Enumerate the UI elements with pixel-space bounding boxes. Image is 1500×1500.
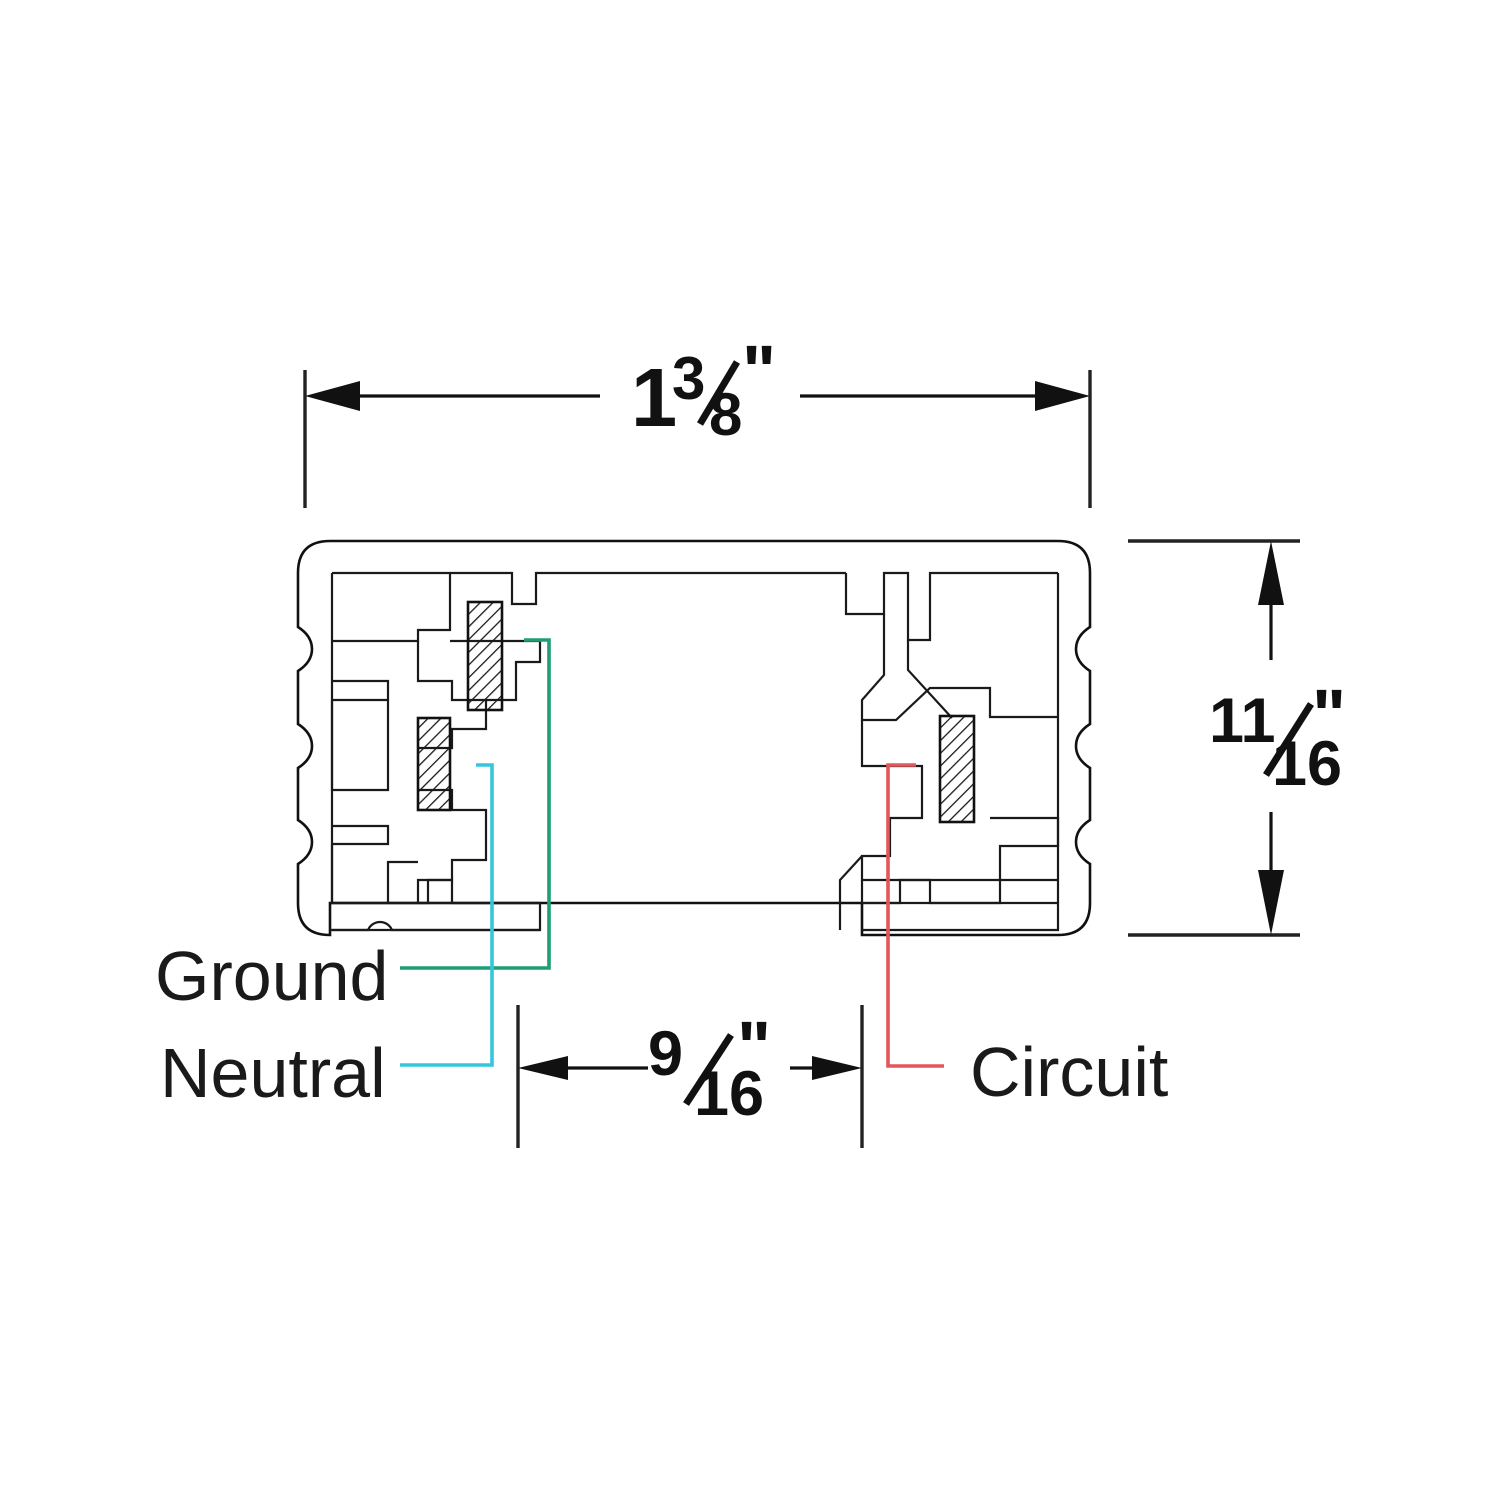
- spacing-dimension-text: 9 16 ": [648, 1008, 771, 1129]
- left-mid-shelf: [332, 679, 390, 702]
- left-lower-pocket: [330, 844, 418, 905]
- ground-conductor-bar: [466, 600, 504, 712]
- left-base-step: [388, 878, 540, 905]
- neutral-leader-line: [400, 763, 494, 1067]
- width-unit: ": [742, 332, 776, 412]
- spacing-numerator: 9: [648, 1019, 683, 1089]
- spacing-arrow-right: [812, 1056, 862, 1080]
- center-top-slots: [580, 571, 1058, 642]
- height-arrow-bottom: [1258, 870, 1284, 935]
- left-upper-pocket: [332, 571, 452, 643]
- left-base-rail: [332, 901, 542, 932]
- right-chamfer-inner: [906, 640, 953, 719]
- base-locating-bump: [330, 920, 540, 932]
- height-dimension-text: 11 16 ": [1209, 676, 1346, 799]
- right-jaw-upper: [860, 720, 924, 790]
- track-outer-shell: [296, 539, 1092, 937]
- right-base-rail: [862, 901, 1060, 932]
- right-chamfer-upper: [860, 614, 1058, 722]
- dimension-spacing: 9 16 ": [516, 1005, 864, 1148]
- left-channel-geometry: [330, 571, 580, 932]
- width-numerator: 3: [672, 345, 705, 412]
- left-lower-shelf: [332, 824, 390, 846]
- spacing-arrow-left: [518, 1056, 568, 1080]
- circuit-leader-line: [886, 763, 944, 1068]
- width-dimension-text: 1 3 8 ": [631, 332, 776, 448]
- height-unit: ": [1312, 676, 1346, 756]
- spacing-unit: ": [737, 1008, 771, 1088]
- right-lower-chamfer: [838, 855, 863, 930]
- width-fraction-bar: [696, 360, 741, 426]
- left-mid-pocket: [330, 700, 390, 792]
- ground-leader-line: [400, 638, 551, 970]
- height-fraction-bar: [1263, 702, 1314, 777]
- right-base-step: [860, 878, 1002, 905]
- width-arrow-right: [1035, 381, 1090, 411]
- width-denominator: 8: [709, 381, 742, 448]
- outer-shell-outline: [296, 539, 1092, 937]
- right-conductors: [938, 714, 976, 824]
- height-arrow-top: [1258, 541, 1284, 605]
- spacing-denominator: 16: [694, 1059, 764, 1129]
- dimension-width: 1 3 8 ": [303, 332, 1092, 508]
- height-numerator: 11: [1209, 686, 1276, 756]
- left-conductors: [416, 600, 504, 812]
- dimension-height: 11 16 ": [1128, 539, 1346, 937]
- neutral-conductor-bar: [416, 716, 452, 812]
- right-channel-geometry: [838, 573, 1060, 932]
- label-ground: Ground: [155, 937, 388, 1015]
- circuit-conductor-bar: [938, 714, 976, 824]
- spacing-fraction-bar: [683, 1033, 734, 1106]
- right-lower-shelf: [990, 816, 1060, 880]
- right-top-rib: [844, 571, 1058, 642]
- label-circuit: Circuit: [970, 1033, 1168, 1111]
- width-arrow-left: [305, 381, 360, 411]
- left-upper-rib: [450, 571, 580, 606]
- label-neutral: Neutral: [160, 1034, 386, 1112]
- height-denominator: 16: [1272, 729, 1342, 799]
- width-whole: 1: [631, 351, 677, 444]
